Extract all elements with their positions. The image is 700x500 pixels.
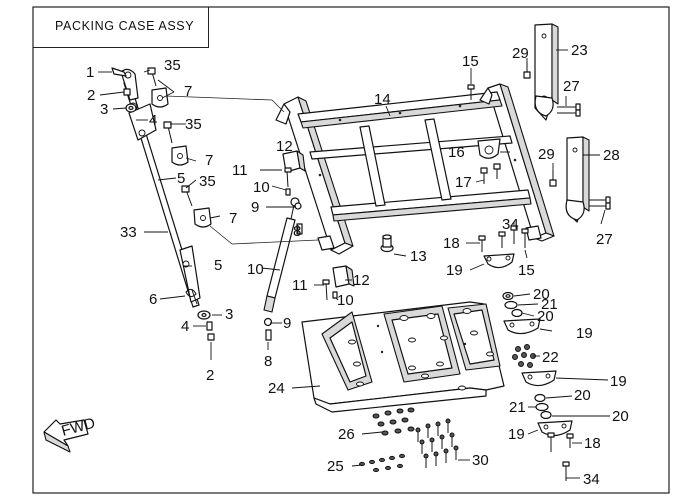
callout-10-upper: 10: [253, 179, 270, 196]
callout-33: 33: [120, 224, 137, 241]
callout-27-upper: 27: [563, 78, 580, 95]
callout-7-middle: 7: [205, 152, 213, 169]
callout-9-upper: 9: [251, 199, 259, 216]
callout-5-lower: 5: [214, 257, 222, 274]
callout-16: 16: [448, 144, 465, 161]
callout-8-upper: 8: [293, 223, 301, 240]
callout-9-lower: 9: [283, 315, 291, 332]
callout-7-top: 7: [184, 83, 192, 100]
callout-14: 14: [374, 91, 391, 108]
callout-17: 17: [455, 174, 472, 191]
callout-13: 13: [410, 248, 427, 265]
callout-35-lower: 35: [199, 173, 216, 190]
callout-21-a: 21: [541, 296, 558, 313]
callout-34-lower: 34: [583, 471, 600, 488]
callout-26: 26: [338, 426, 355, 443]
forward-direction-badge: FWD: [43, 415, 97, 453]
callout-10-strut: 10: [247, 261, 264, 278]
callout-34-upper: 34: [502, 216, 519, 233]
callout-20-a: 20: [533, 286, 550, 303]
callout-12-upper: 12: [276, 138, 293, 155]
bolt-group-30: [415, 418, 459, 468]
callout-29-lower: 29: [538, 146, 555, 163]
support-rod-assembly: [111, 67, 215, 341]
bolt-group-25: [359, 453, 405, 473]
callout-29-upper: 29: [512, 45, 529, 62]
title-box: PACKING CASE ASSY: [33, 7, 209, 48]
callout-2-upper: 2: [87, 87, 95, 104]
mount-hardware-set: [380, 84, 529, 269]
callout-22: 22: [542, 349, 559, 366]
leader-lines: [98, 49, 610, 479]
callout-18-lower: 18: [584, 435, 601, 452]
callout-3-upper: 3: [100, 101, 108, 118]
callout-4-lower: 4: [181, 318, 189, 335]
fastener-stack: [502, 291, 574, 481]
callout-15-lower: 15: [518, 262, 535, 279]
callout-11-lower: 11: [292, 277, 308, 294]
callout-20-b: 20: [537, 308, 554, 325]
callout-2-lower: 2: [206, 367, 214, 384]
callout-35-top: 35: [164, 57, 181, 74]
callout-19-b: 19: [576, 325, 593, 342]
callout-23: 23: [571, 42, 588, 59]
callout-7-lower: 7: [229, 210, 237, 227]
loose-fastener-pile: [359, 407, 459, 473]
frame-assembly: [275, 83, 555, 255]
callout-15-upper: 15: [462, 53, 479, 70]
callout-28: 28: [603, 147, 620, 164]
callout-19-d: 19: [508, 426, 525, 443]
bracket-set-7: [147, 67, 212, 228]
callout-19-upper: 19: [446, 262, 463, 279]
callout-20-c: 20: [574, 387, 591, 404]
callout-11-upper: 11: [232, 162, 248, 179]
callout-10-lower: 10: [337, 292, 354, 309]
rear-bracket-set: [523, 23, 611, 223]
callout-35-middle: 35: [185, 116, 202, 133]
callout-18-upper: 18: [443, 235, 460, 252]
gas-strut-assembly: [263, 150, 355, 341]
callout-4-upper: 4: [149, 112, 157, 129]
callout-30: 30: [472, 452, 489, 469]
callout-1: 1: [86, 64, 94, 81]
callout-3-lower: 3: [225, 306, 233, 323]
callout-24: 24: [268, 380, 285, 397]
callout-labels: 1 2 3 4 5 33 5 6 4 3 2 35 7 35 7 35 7 12…: [86, 42, 629, 488]
callout-5-upper: 5: [177, 170, 185, 187]
diagram-title: PACKING CASE ASSY: [55, 19, 195, 33]
callout-8-lower: 8: [264, 353, 272, 370]
callout-27-lower: 27: [596, 231, 613, 248]
callout-19-c: 19: [610, 373, 627, 390]
callout-12-lower: 12: [353, 272, 370, 289]
skid-plate: [301, 301, 505, 413]
callout-6: 6: [149, 291, 157, 308]
callout-21-b: 21: [509, 399, 526, 416]
callout-20-d: 20: [612, 408, 629, 425]
callout-25: 25: [327, 458, 344, 475]
